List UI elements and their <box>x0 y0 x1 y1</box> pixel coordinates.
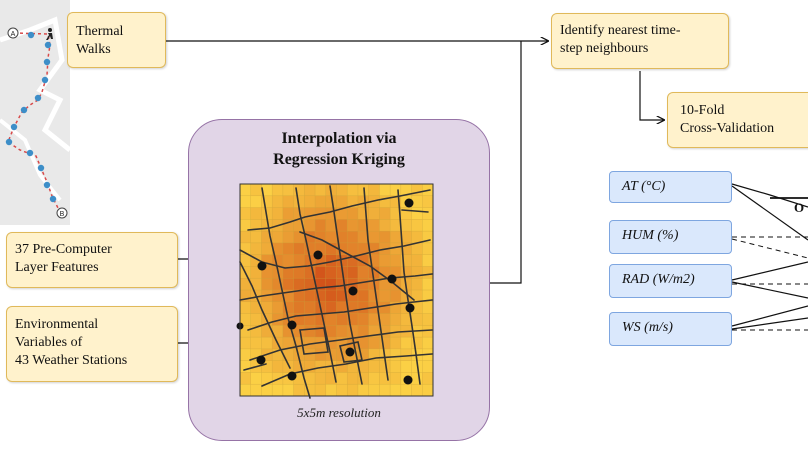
arrow-neighbours-to-cv <box>639 71 664 120</box>
resolution-caption: 5x5m resolution <box>297 405 381 420</box>
walk-start-marker: A <box>7 27 19 39</box>
partial-label: O <box>794 200 805 215</box>
layer-features-label-1: 37 Pre-Computer <box>15 242 112 257</box>
variable-hum: HUM (%) <box>609 220 732 254</box>
cross-validation-label-1: 10-Fold <box>680 103 725 118</box>
kriging-title: Interpolation via Regression Kriging <box>188 128 490 170</box>
env-variables-label-2: Variables of <box>15 335 83 350</box>
layer-features-label-2: Layer Features <box>15 260 99 275</box>
identify-neighbours-node: Identify nearest time- step neighbours <box>551 13 729 69</box>
line-at-out <box>731 183 808 208</box>
thermal-walks-label-2: Walks <box>76 42 111 57</box>
cross-validation-label-2: Cross-Validation <box>680 121 775 136</box>
thermal-walk-route: A B <box>0 16 70 219</box>
env-variables-label-3: 43 Weather Stations <box>15 353 128 368</box>
thermal-walks-label-1: Thermal <box>76 24 124 39</box>
cross-validation-node: 10-Fold Cross-Validation <box>667 92 808 148</box>
thermal-walks-node: Thermal Walks <box>67 12 166 68</box>
layer-features-node: 37 Pre-Computer Layer Features <box>6 232 178 288</box>
variable-at: AT (°C) <box>609 171 732 203</box>
env-variables-label-1: Environmental <box>15 317 99 332</box>
identify-neighbours-label-1: Identify nearest time- <box>560 23 681 38</box>
variable-ws: WS (m/s) <box>609 312 732 346</box>
kriging-title-line-2: Regression Kriging <box>273 151 405 168</box>
thermal-walk-map: A B <box>0 0 70 225</box>
walk-end-label: B <box>60 211 65 218</box>
walk-start-label: A <box>11 31 16 38</box>
kriging-title-line-1: Interpolation via <box>281 130 397 147</box>
variable-rad: RAD (W/m2) <box>609 264 732 298</box>
walk-end-marker: B <box>56 207 68 219</box>
line-kriging-to-neighbours <box>490 41 522 284</box>
env-variables-node: Environmental Variables of 43 Weather St… <box>6 306 178 382</box>
walking-person-icon <box>46 28 53 40</box>
identify-neighbours-label-2: step neighbours <box>560 41 649 56</box>
